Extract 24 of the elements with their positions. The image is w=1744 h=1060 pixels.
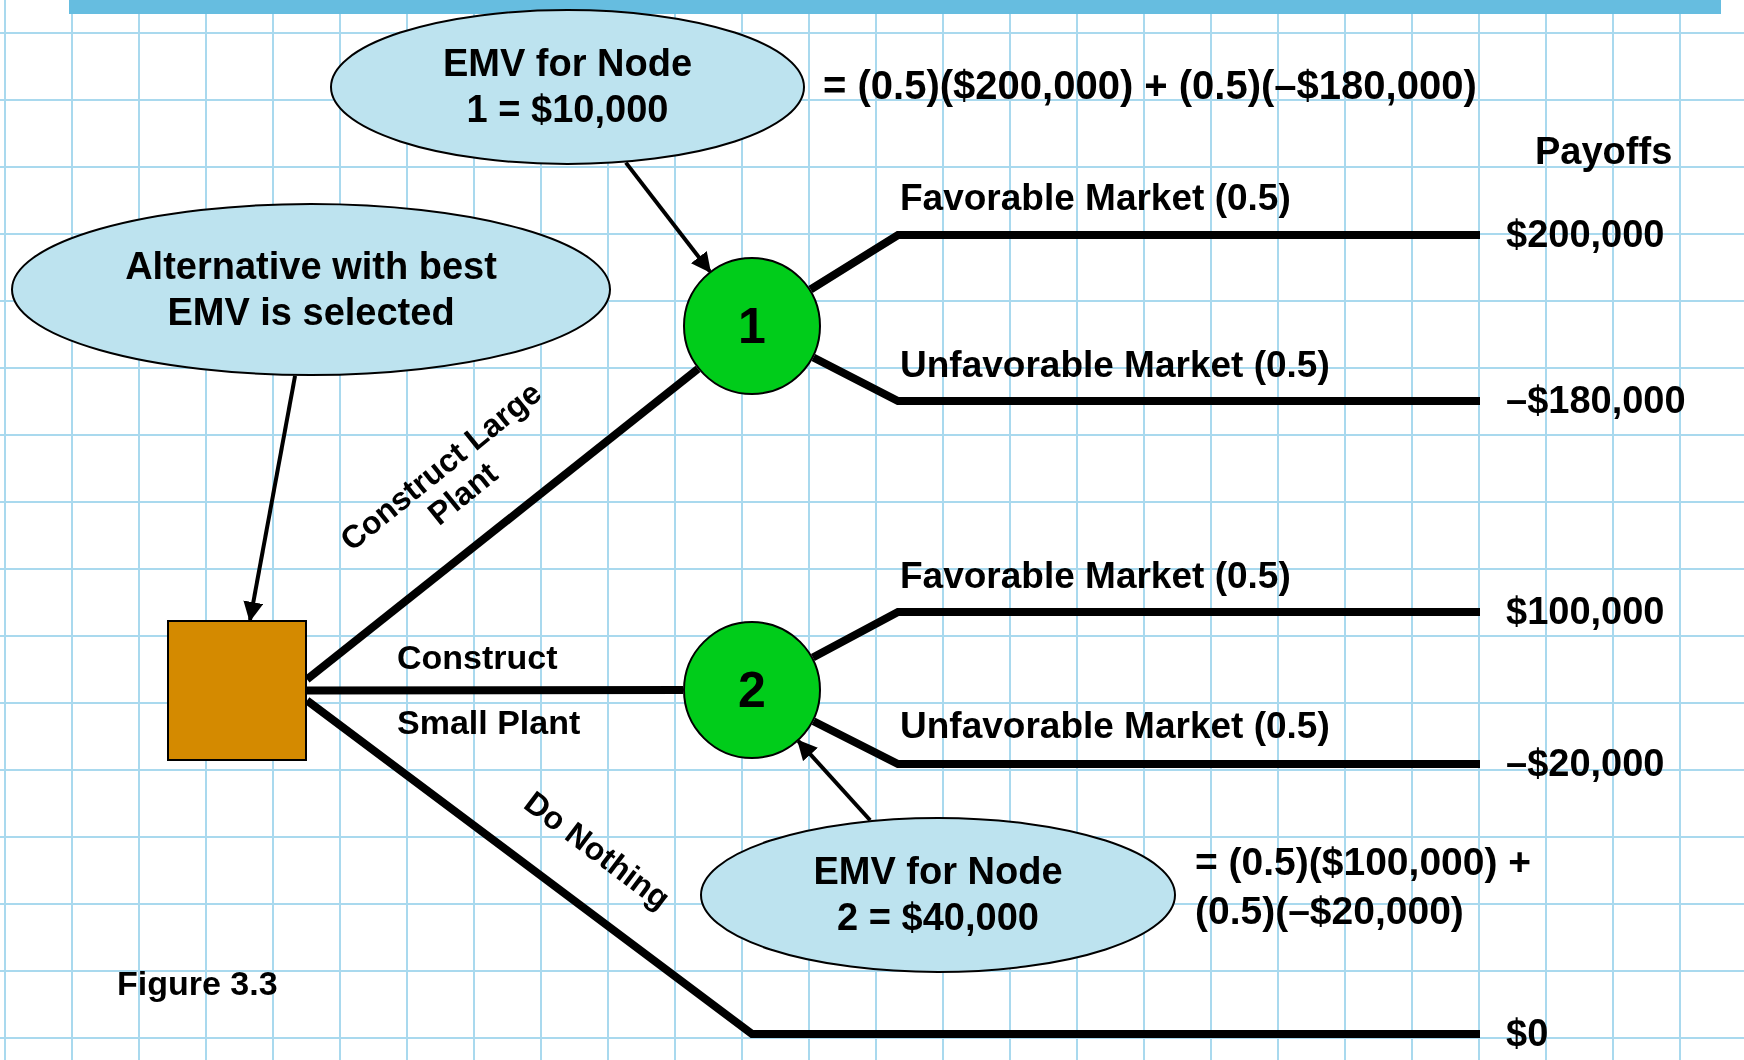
- arrow: [624, 161, 712, 273]
- branch-line: [307, 686, 683, 695]
- branch-label: Favorable Market (0.5): [900, 554, 1291, 598]
- chance-node-circle: 1: [683, 257, 821, 395]
- payoff-value: –$180,000: [1480, 378, 1742, 424]
- payoff-value: $200,000: [1480, 212, 1742, 258]
- payoff-value: $100,000: [1480, 589, 1742, 635]
- payoff-value: $0: [1480, 1011, 1742, 1057]
- branch-label: Favorable Market (0.5): [900, 176, 1291, 220]
- branch-label: Construct Small Plant: [397, 637, 582, 743]
- decision-square: [167, 620, 307, 761]
- arrow: [796, 739, 872, 822]
- column-heading: Payoffs: [1535, 130, 1673, 173]
- callout-ellipse: Alternative with best EMV is selected: [11, 203, 611, 376]
- chance-node-circle: 2: [683, 621, 821, 759]
- formula-text: = (0.5)($200,000) + (0.5)(–$180,000): [823, 62, 1478, 109]
- branch-label: Unfavorable Market (0.5): [900, 704, 1330, 748]
- figure-caption: Figure 3.3: [117, 964, 278, 1003]
- callout-ellipse: EMV for Node 1 = $10,000: [330, 9, 805, 165]
- callout-ellipse: EMV for Node 2 = $40,000: [700, 817, 1176, 973]
- formula-text: = (0.5)($100,000) + (0.5)(–$20,000): [1195, 839, 1533, 934]
- arrow: [243, 375, 298, 622]
- payoff-value: –$20,000: [1480, 741, 1742, 787]
- branch-label: Unfavorable Market (0.5): [900, 343, 1330, 387]
